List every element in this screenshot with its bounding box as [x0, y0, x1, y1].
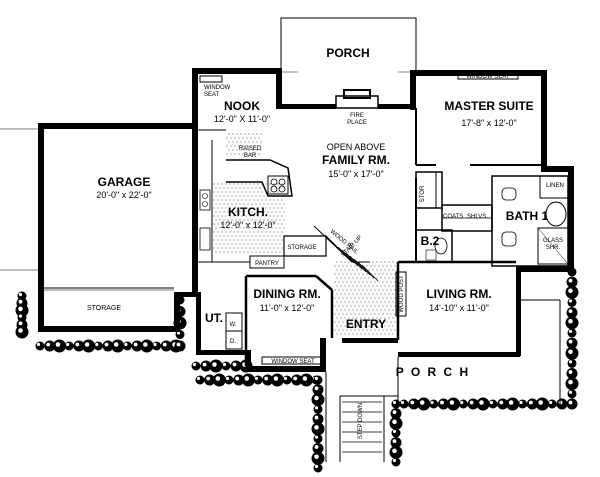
master-label: MASTER SUITE [444, 99, 533, 113]
shrub [221, 361, 231, 371]
storage-stair-label: STORAGE [287, 245, 316, 251]
entry-label: ENTRY [346, 317, 386, 331]
coats-label: COATS [443, 214, 463, 220]
washer-label: W. [230, 322, 237, 328]
shrub [313, 404, 323, 414]
living-label: LIVING RM. [426, 287, 491, 301]
shrub [313, 434, 323, 444]
shrub [567, 328, 577, 338]
shrub [282, 375, 292, 385]
pantry-label: PANTRY [255, 261, 279, 267]
shrub [566, 398, 578, 410]
glass-shr-line1: GLASS [543, 238, 563, 244]
shrub [195, 375, 205, 385]
shrub [567, 297, 577, 307]
rear-porch-label: PORCH [326, 46, 369, 60]
shrub [399, 399, 409, 409]
shrub [93, 341, 103, 351]
linen-label: LINEN [546, 183, 564, 189]
shrub [152, 341, 162, 351]
exterior-walls [38, 68, 574, 372]
nook-label: NOOK [224, 99, 260, 113]
family-label: FAMILY RM. [322, 153, 390, 167]
shrub [391, 428, 401, 438]
shrub [547, 399, 557, 409]
kitchen-label: KITCH. [228, 205, 268, 219]
shrub [458, 399, 468, 409]
garage-label: GARAGE [98, 175, 151, 189]
dryer-label: D. [230, 339, 236, 345]
raised-bar-line1: RAISED [239, 146, 262, 152]
window-seat-nook-line2: SEAT [204, 92, 220, 98]
shrub [567, 389, 577, 399]
shrub [224, 375, 234, 385]
rear-porch [280, 17, 417, 73]
stair [333, 243, 379, 282]
fireplace-line1: FIRE [350, 113, 364, 119]
glass-shr-line2: SHR. [546, 245, 561, 251]
master-dims: 17'-8" x 12'-0" [461, 118, 516, 128]
steps [342, 401, 382, 453]
window-seat-dining-label: WINDOW SEAT [271, 359, 315, 365]
dining-dims: 11'-0" x 12'-0" [260, 303, 315, 313]
family-dims: 15'-0" x 17'-0" [328, 169, 383, 179]
front-porch-label: P O R C H [396, 365, 470, 379]
interior-walls [198, 71, 569, 366]
nook-dims: 12'-0" X 11'-0" [214, 114, 270, 124]
ut-label: UT. [205, 311, 223, 325]
b2-label: B.2 [421, 234, 440, 248]
shlvs-label: SHLVS. [467, 214, 488, 220]
shrub [391, 457, 401, 467]
shrub [518, 399, 527, 409]
shrub [567, 358, 577, 368]
shrub [391, 399, 401, 409]
living-dims: 14'-10" x 11'-0" [429, 303, 489, 313]
shrub [122, 341, 132, 351]
step-down-label: STEP DOWN [358, 403, 364, 439]
dining-label: DINING RM. [253, 287, 320, 301]
kitchen-dims: 12'-0" x 12'-0" [220, 220, 275, 230]
wood-post-label: WOOD POST [399, 275, 405, 313]
garage-dims: 20'-0" x 22'-0" [96, 190, 151, 200]
shrub [174, 340, 186, 352]
bath1-label: BATH 1 [506, 209, 549, 223]
shrub [191, 361, 201, 371]
shrub [429, 399, 439, 409]
window-seat-nook-line1: WINDOW [204, 85, 231, 91]
raised-bar-line2: BAR [244, 153, 257, 159]
garage [0, 128, 198, 291]
shrub [253, 375, 263, 385]
shrub [488, 399, 498, 409]
shrub [313, 375, 323, 385]
stor-label: STOR [420, 185, 426, 202]
shrub [35, 341, 45, 351]
window-seat-master-label: WINDOW SEAT [466, 74, 510, 80]
shrub [313, 463, 323, 473]
front-porch [325, 299, 561, 462]
shrub [64, 341, 74, 351]
shrub [556, 398, 568, 410]
garage-storage-label: STORAGE [87, 305, 121, 312]
fireplace-line2: PLACE [347, 120, 367, 126]
family-note: OPEN ABOVE [327, 142, 386, 152]
